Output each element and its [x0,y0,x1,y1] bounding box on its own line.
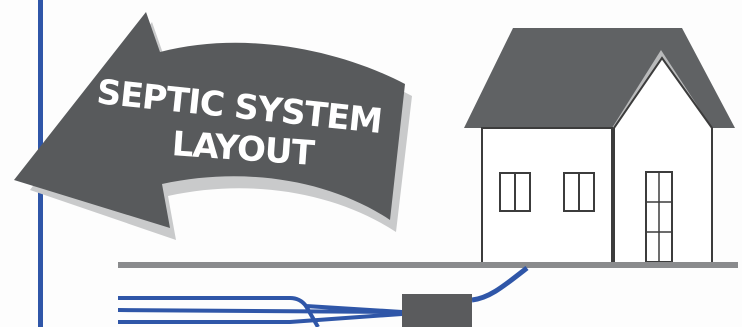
left-arrow-banner-icon [14,12,405,228]
drain-field-pipes [117,296,403,328]
house-sewer-pipe [471,266,529,303]
house-roof [464,28,735,128]
house-window-left [499,172,531,212]
ground-line [118,262,738,268]
house-door [645,171,673,263]
house-gable-wall [613,56,713,265]
banner-title-line2: LAYOUT [171,124,317,174]
septic-tank-icon [402,294,472,327]
house-window-right [563,172,595,212]
house-icon [464,28,735,265]
